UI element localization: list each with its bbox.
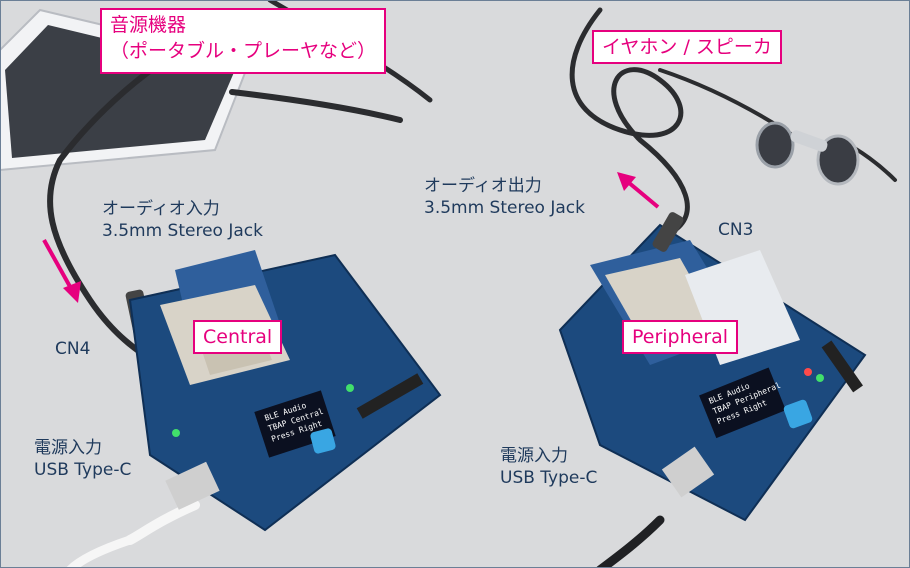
- central-board: BLE Audio TBAP Central Press Right: [128, 250, 442, 532]
- arrow-audio-out: [617, 172, 660, 209]
- audio-source-callout: 音源機器 （ポータブル・プレーヤなど）: [100, 8, 387, 74]
- blue-button-left: [310, 428, 336, 454]
- audio-output-label: オーディオ出力 3.5mm Stereo Jack: [424, 175, 585, 219]
- arrow-audio-in: [42, 239, 81, 303]
- usb-port-left: [165, 461, 220, 510]
- earphone-cable: [569, 7, 690, 235]
- audio-input-label: オーディオ入力 3.5mm Stereo Jack: [102, 198, 263, 242]
- power-input-left-label: 電源入力 USB Type-C: [34, 437, 131, 481]
- audio-plug-right: [652, 212, 684, 252]
- peripheral-callout: Peripheral: [622, 320, 739, 354]
- power-input-right-title: 電源入力: [500, 446, 568, 466]
- peripheral-board: BLE Audio TBAP Peripheral Press Right: [558, 223, 867, 522]
- central-callout: Central: [193, 320, 283, 354]
- power-input-right-spec: USB Type-C: [500, 468, 598, 488]
- audio-source-sublabel: （ポータブル・プレーヤなど）: [110, 40, 377, 62]
- audio-input-cable: [47, 37, 208, 355]
- earphone-callout: イヤホン / スピーカ: [592, 30, 782, 64]
- cn4-label: CN4: [55, 339, 91, 359]
- usb-cable-right: [595, 515, 665, 568]
- audio-output-title: オーディオ出力: [424, 176, 542, 196]
- earbuds: [755, 121, 860, 186]
- blue-button-right: [783, 399, 813, 429]
- audio-source-label: 音源機器: [110, 14, 187, 36]
- audio-input-spec: 3.5mm Stereo Jack: [102, 221, 263, 241]
- power-input-left-spec: USB Type-C: [34, 460, 132, 480]
- power-input-left-title: 電源入力: [34, 438, 102, 458]
- cn3-label: CN3: [718, 220, 754, 240]
- audio-input-title: オーディオ入力: [102, 199, 220, 219]
- audio-output-spec: 3.5mm Stereo Jack: [424, 198, 585, 218]
- peripheral-oled: [699, 367, 786, 439]
- power-input-right-label: 電源入力 USB Type-C: [500, 445, 597, 489]
- usb-cable-left: [65, 535, 135, 568]
- usb-port-right: [661, 446, 715, 498]
